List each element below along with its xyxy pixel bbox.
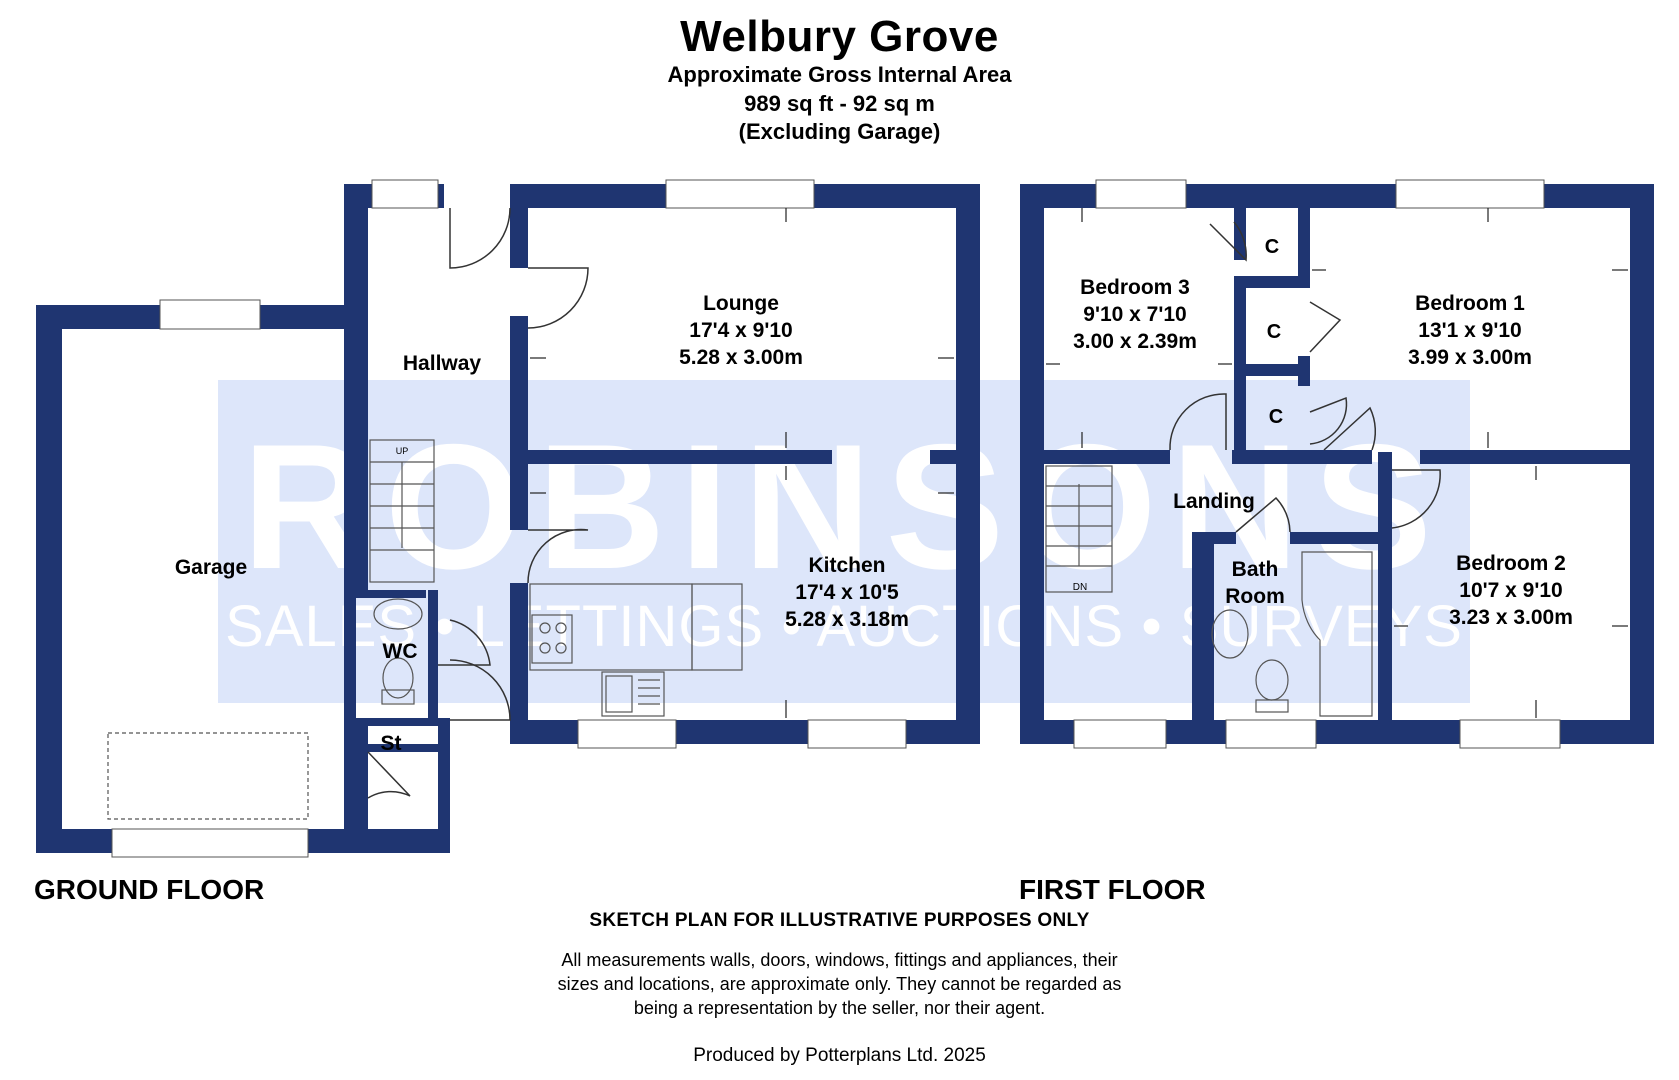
disclaimer: All measurements walls, doors, windows, … [0, 948, 1679, 1020]
sketch-plan-notice: SKETCH PLAN FOR ILLUSTRATIVE PURPOSES ON… [589, 910, 1090, 931]
room-bedroom3-name: Bedroom 3 [1080, 276, 1190, 299]
disclaimer-line: sizes and locations, are approximate onl… [557, 974, 1122, 994]
room-store-name: St [381, 732, 402, 755]
first-floor-windows [1073, 179, 1561, 749]
cupboard-label-bottom: C [1269, 406, 1283, 428]
room-lounge-imperial: 17'4 x 9'10 [689, 319, 792, 342]
produced-by: Produced by Potterplans Ltd. 2025 [693, 1045, 986, 1066]
dimension-markers [530, 208, 1628, 718]
room-bedroom2-metric: 3.23 x 3.00m [1449, 606, 1573, 629]
room-kitchen-name: Kitchen [808, 554, 885, 577]
first-stairs [1045, 465, 1113, 593]
ground-floor-label: GROUND FLOOR [34, 874, 265, 905]
room-bedroom3-imperial: 9'10 x 7'10 [1083, 303, 1186, 326]
room-garage-name: Garage [175, 556, 247, 579]
room-wc-name: WC [383, 640, 418, 663]
room-bathroom-name-line1: Bath [1232, 558, 1279, 581]
room-bedroom2-name: Bedroom 2 [1456, 552, 1566, 575]
watermark-brand: ROBINSONS [242, 407, 1446, 606]
first-floor-label: FIRST FLOOR [1019, 874, 1206, 905]
room-bathroom-name-line2: Room [1225, 585, 1285, 608]
ground-fittings [107, 583, 743, 820]
bathroom-fittings [1211, 551, 1373, 717]
room-bedroom1-imperial: 13'1 x 9'10 [1418, 319, 1521, 342]
area-label: Approximate Gross Internal Area [667, 62, 1012, 87]
ground-floor-windows [111, 179, 907, 858]
first-floor-doors [1169, 221, 1441, 533]
room-bedroom1-name: Bedroom 1 [1415, 292, 1525, 315]
disclaimer-line: being a representation by the seller, no… [633, 998, 1046, 1018]
first-stairs-label: DN [1073, 582, 1087, 593]
room-lounge-metric: 5.28 x 3.00m [679, 346, 803, 369]
room-landing-name: Landing [1173, 490, 1255, 513]
ground-stairs-label: UP [396, 446, 409, 456]
room-kitchen-imperial: 17'4 x 10'5 [795, 581, 899, 604]
area-value: 989 sq ft - 92 sq m [744, 91, 935, 116]
room-kitchen-metric: 5.28 x 3.18m [785, 608, 909, 631]
cupboard-label-top: C [1265, 236, 1279, 258]
room-bedroom2-imperial: 10'7 x 9'10 [1459, 579, 1562, 602]
ground-floor-doors [367, 207, 589, 799]
disclaimer-line: All measurements walls, doors, windows, … [561, 950, 1118, 970]
room-bedroom1-metric: 3.99 x 3.00m [1408, 346, 1532, 369]
area-note: (Excluding Garage) [738, 119, 941, 144]
plan-title: Welbury Grove [680, 12, 999, 61]
room-hallway-name: Hallway [403, 352, 482, 375]
cupboard-label-middle: C [1267, 321, 1281, 343]
watermark-panel [218, 380, 1470, 703]
room-bedroom3-metric: 3.00 x 2.39m [1073, 330, 1197, 353]
ground-stairs [369, 439, 435, 583]
room-lounge-name: Lounge [703, 292, 779, 315]
